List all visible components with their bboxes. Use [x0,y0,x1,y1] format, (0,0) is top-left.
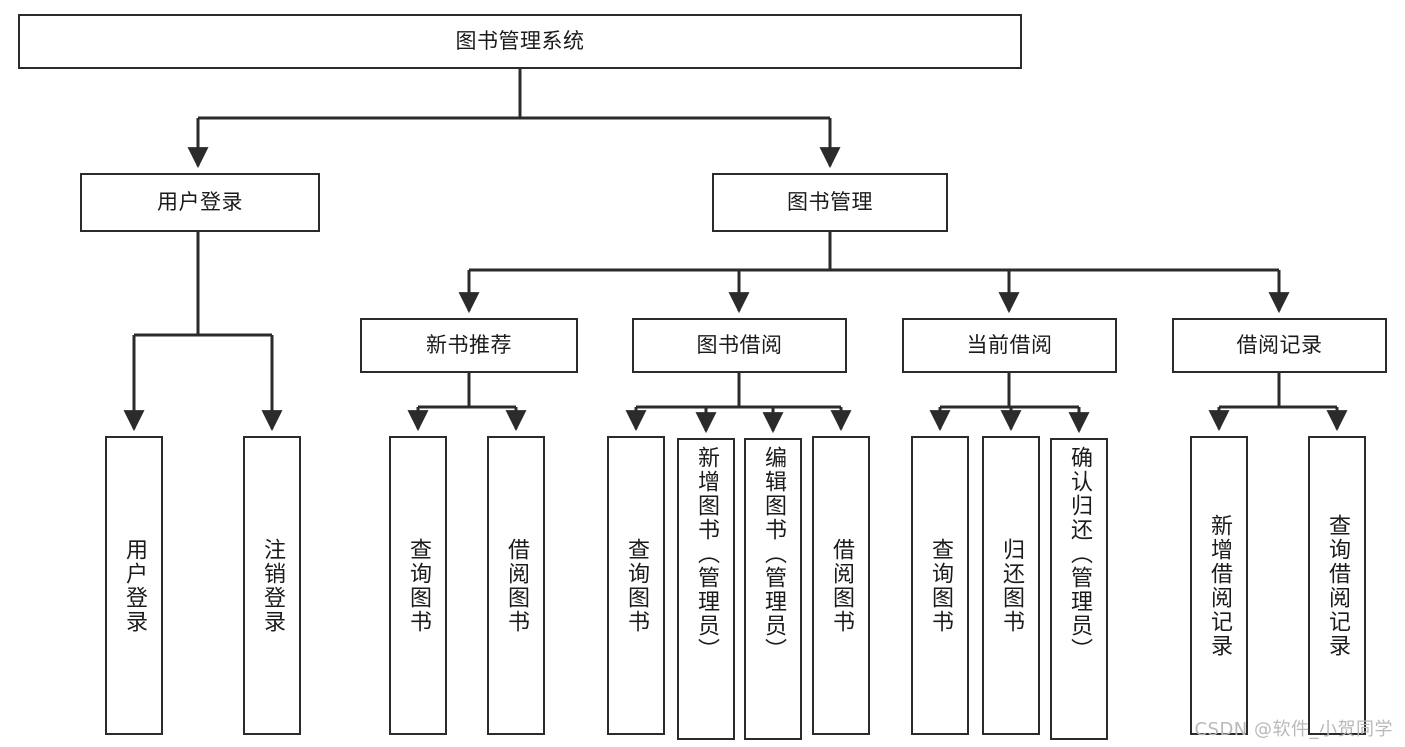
edge-group [123,69,1348,434]
node-leaf-query-borrow-record[interactable]: 查询借阅记录 [1308,436,1366,735]
node-leaf-query-book-1[interactable]: 查询图书 [389,436,447,735]
node-leaf-add-book-admin-label: 新增图书（管理员） [694,446,719,662]
node-current-borrow-label: 当前借阅 [966,333,1053,358]
node-book-manage-label: 图书管理 [787,190,873,215]
node-leaf-query-book-2-label: 查询图书 [624,537,649,634]
node-leaf-user-login-label: 用户登录 [122,537,147,634]
node-leaf-add-borrow-record-label: 新增借阅记录 [1207,513,1232,658]
node-leaf-logout-label: 注销登录 [260,537,285,634]
node-leaf-edit-book-admin-label: 编辑图书（管理员） [761,446,786,662]
node-leaf-confirm-return-admin-label: 确认归还（管理员） [1067,446,1092,662]
node-leaf-query-book-1-label: 查询图书 [406,537,431,634]
node-leaf-logout[interactable]: 注销登录 [243,436,301,735]
node-leaf-borrow-book-2[interactable]: 借阅图书 [812,436,870,735]
node-leaf-borrow-book-1[interactable]: 借阅图书 [487,436,545,735]
node-new-book-recommend[interactable]: 新书推荐 [360,318,578,373]
node-leaf-add-borrow-record[interactable]: 新增借阅记录 [1190,436,1248,735]
node-borrow-record-label: 借阅记录 [1236,333,1323,358]
node-leaf-add-book-admin[interactable]: 新增图书（管理员） [677,438,735,740]
node-new-book-recommend-label: 新书推荐 [426,333,512,358]
node-root-label: 图书管理系统 [455,29,585,54]
node-leaf-query-borrow-record-label: 查询借阅记录 [1325,513,1350,658]
node-current-borrow[interactable]: 当前借阅 [902,318,1117,373]
node-leaf-query-book-3-label: 查询图书 [928,537,953,634]
node-leaf-query-book-3[interactable]: 查询图书 [911,436,969,735]
node-user-login-label: 用户登录 [157,190,243,215]
node-leaf-borrow-book-2-label: 借阅图书 [829,537,854,634]
node-root-system[interactable]: 图书管理系统 [18,14,1022,69]
node-leaf-confirm-return-admin[interactable]: 确认归还（管理员） [1050,438,1108,740]
node-borrow-record[interactable]: 借阅记录 [1172,318,1387,373]
node-book-borrow[interactable]: 图书借阅 [632,318,847,373]
node-leaf-return-book[interactable]: 归还图书 [982,436,1040,735]
node-book-borrow-label: 图书借阅 [696,333,783,358]
node-leaf-borrow-book-1-label: 借阅图书 [504,537,529,634]
node-user-login[interactable]: 用户登录 [80,173,320,232]
node-leaf-user-login[interactable]: 用户登录 [105,436,163,735]
node-leaf-query-book-2[interactable]: 查询图书 [607,436,665,735]
node-leaf-return-book-label: 归还图书 [999,537,1024,634]
node-book-manage[interactable]: 图书管理 [712,173,948,232]
node-leaf-edit-book-admin[interactable]: 编辑图书（管理员） [744,438,802,740]
